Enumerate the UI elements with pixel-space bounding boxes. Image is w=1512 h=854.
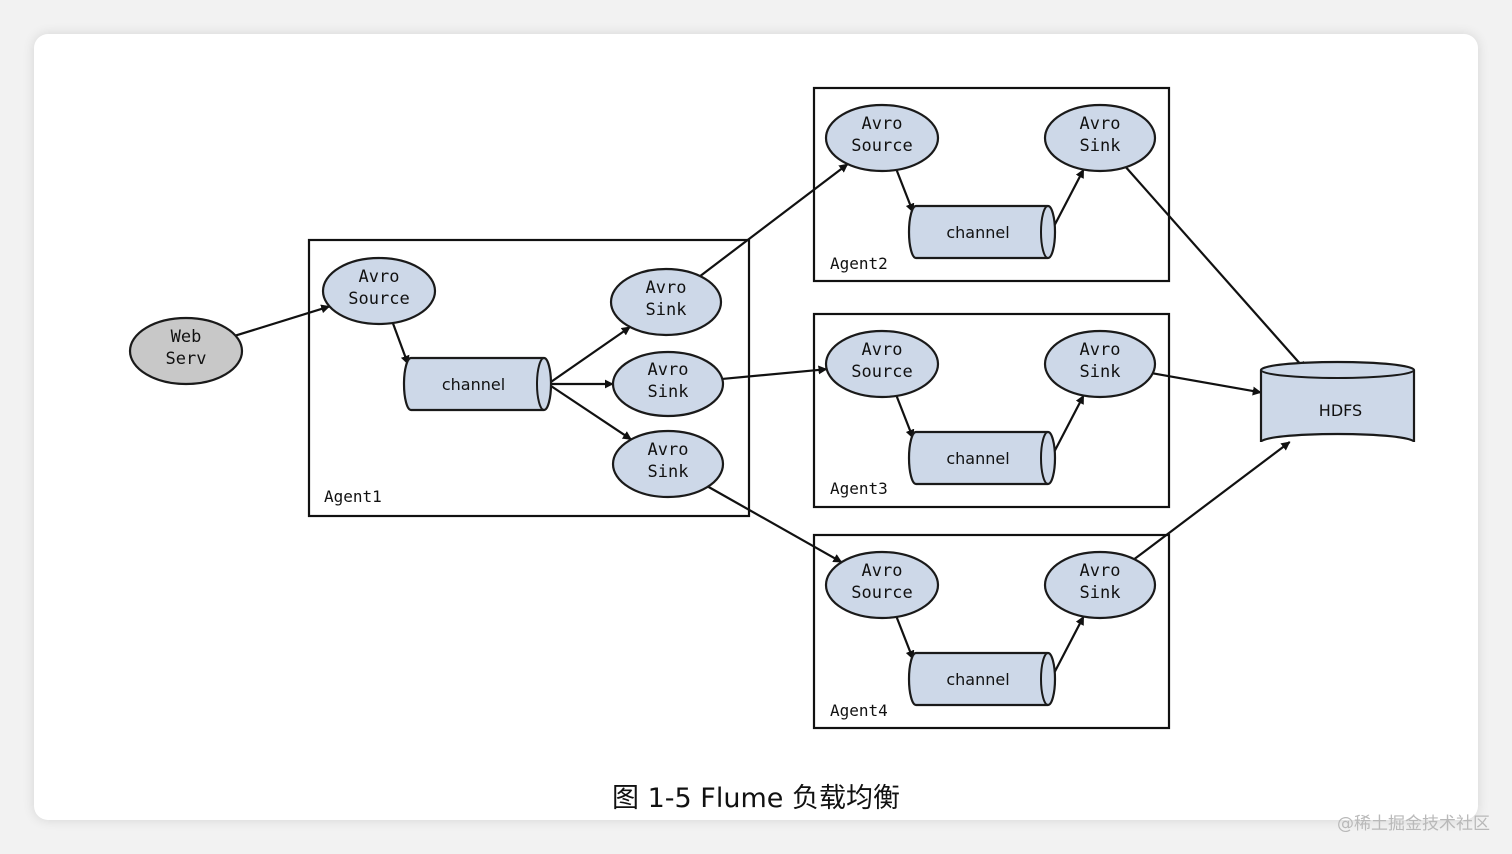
agent2-border — [812, 86, 1171, 283]
agent1-border — [307, 238, 751, 518]
agent4-source-text-line-2: Source — [851, 583, 912, 603]
agent4-box: Agent4 — [812, 533, 1171, 730]
nodes-layer: WebServHDFSAvroSourcechannelAvroSinkAvro… — [128, 103, 1416, 707]
agent2-source-shape — [824, 103, 940, 173]
edge-agent1-channel-to-agent1-sink-3 — [547, 383, 632, 441]
agent1-sink-3-text-line-1: Avro — [648, 440, 689, 460]
edge-agent1-sink-3-to-agent4-source — [707, 485, 843, 564]
edge-agent2-channel-to-agent2-sink — [1050, 168, 1085, 233]
agent1-sink-2-text-line-2: Sink — [648, 382, 689, 402]
edge-agent1-sink-1-to-agent2-source — [699, 163, 849, 277]
figure-caption: 图 1-5 Flume 负载均衡 — [612, 783, 900, 814]
agent1-channel-text: channel — [442, 375, 505, 394]
edge-agent2-sink-to-hdfs — [1124, 166, 1307, 371]
edge-agent2-source-to-agent2-channel — [895, 169, 915, 213]
edge-agent4-sink-to-hdfs — [1133, 441, 1291, 561]
agent1-sink-1-text-line-2: Sink — [646, 300, 687, 320]
agent4-sink-text-line-1: Avro — [1080, 561, 1121, 581]
agent3-source-text-line-1: Avro — [862, 340, 903, 360]
agent2-source-text-line-1: Avro — [862, 114, 903, 134]
agent1-channel: channel — [402, 356, 553, 412]
edge-web-server-to-agent1-source — [235, 304, 331, 337]
agent2-sink-shape — [1043, 103, 1157, 173]
watermark: @稀土掘金技术社区 — [1337, 814, 1490, 834]
edges-layer — [235, 163, 1307, 680]
agent1-sink-3-shape — [611, 429, 725, 499]
agent1-sink-2-text-line-1: Avro — [648, 360, 689, 380]
hdfs-text: HDFS — [1319, 401, 1362, 420]
edge-agent1-channel-to-agent1-sink-1 — [547, 326, 631, 385]
agent4-label: Agent4 — [830, 701, 888, 720]
agent1-sink-1-shape — [609, 267, 723, 337]
agent3-channel-text: channel — [946, 449, 1009, 468]
agent2-sink-text-line-1: Avro — [1080, 114, 1121, 134]
edge-agent3-channel-to-agent3-sink — [1050, 394, 1085, 459]
agent1-source-text-line-1: Avro — [359, 267, 400, 287]
agent2-box: Agent2 — [812, 86, 1171, 283]
agent1-channel-cap — [536, 357, 545, 411]
agent3-channel: channel — [907, 430, 1057, 486]
agent4-border — [812, 533, 1171, 730]
agent3-source-shape — [824, 329, 940, 399]
agent1-sink-2-shape — [611, 350, 725, 418]
edge-agent4-source-to-agent4-channel — [895, 616, 915, 660]
agent4-channel-cap — [1040, 652, 1049, 706]
agent3-source-text-line-2: Source — [851, 362, 912, 382]
agent1-source-text-line-2: Source — [348, 289, 409, 309]
web-server-text-line-1: Web — [171, 327, 202, 347]
agent3-label: Agent3 — [830, 479, 888, 498]
edge-agent4-channel-to-agent4-sink — [1050, 615, 1085, 680]
edge-agent1-source-to-agent1-channel — [391, 322, 410, 365]
web-server-shape — [128, 316, 244, 386]
agent3-sink-text-line-2: Sink — [1080, 362, 1121, 382]
edge-agent3-sink-to-hdfs — [1152, 372, 1262, 396]
agent2-channel-text: channel — [946, 223, 1009, 242]
agent4-channel-text: channel — [946, 670, 1009, 689]
agent3-channel-cap — [1040, 431, 1049, 485]
edge-agent3-source-to-agent3-channel — [895, 395, 915, 439]
agent4-source-shape — [824, 550, 940, 620]
hdfs-shape — [1259, 360, 1416, 443]
agent1-label: Agent1 — [324, 487, 382, 506]
agent4-sink-text-line-2: Sink — [1080, 583, 1121, 603]
agent4-sink-shape — [1043, 550, 1157, 620]
agent3-box: Agent3 — [812, 312, 1171, 509]
figure-card — [34, 34, 1478, 820]
agent1-source-shape — [321, 256, 437, 326]
agent3-sink-text-line-1: Avro — [1080, 340, 1121, 360]
hdfs-top-rim — [1260, 369, 1415, 379]
edge-agent1-sink-2-to-agent3-source — [722, 365, 828, 381]
agent4-source-text-line-1: Avro — [862, 561, 903, 581]
agent2-source-text-line-2: Source — [851, 136, 912, 156]
agent3-border — [812, 312, 1171, 509]
agent2-sink-text-line-2: Sink — [1080, 136, 1121, 156]
agent2-label: Agent2 — [830, 254, 888, 273]
agent3-sink-shape — [1043, 329, 1157, 399]
agent4-channel: channel — [907, 651, 1057, 707]
agent1-sink-1-text-line-1: Avro — [646, 278, 687, 298]
agent2-channel: channel — [907, 204, 1057, 260]
agent1-sink-3-text-line-2: Sink — [648, 462, 689, 482]
web-server-text-line-2: Serv — [166, 349, 207, 369]
hdfs: HDFS — [1259, 360, 1416, 443]
agent2-channel-cap — [1040, 205, 1049, 259]
agent1-box: Agent1 — [307, 238, 751, 518]
